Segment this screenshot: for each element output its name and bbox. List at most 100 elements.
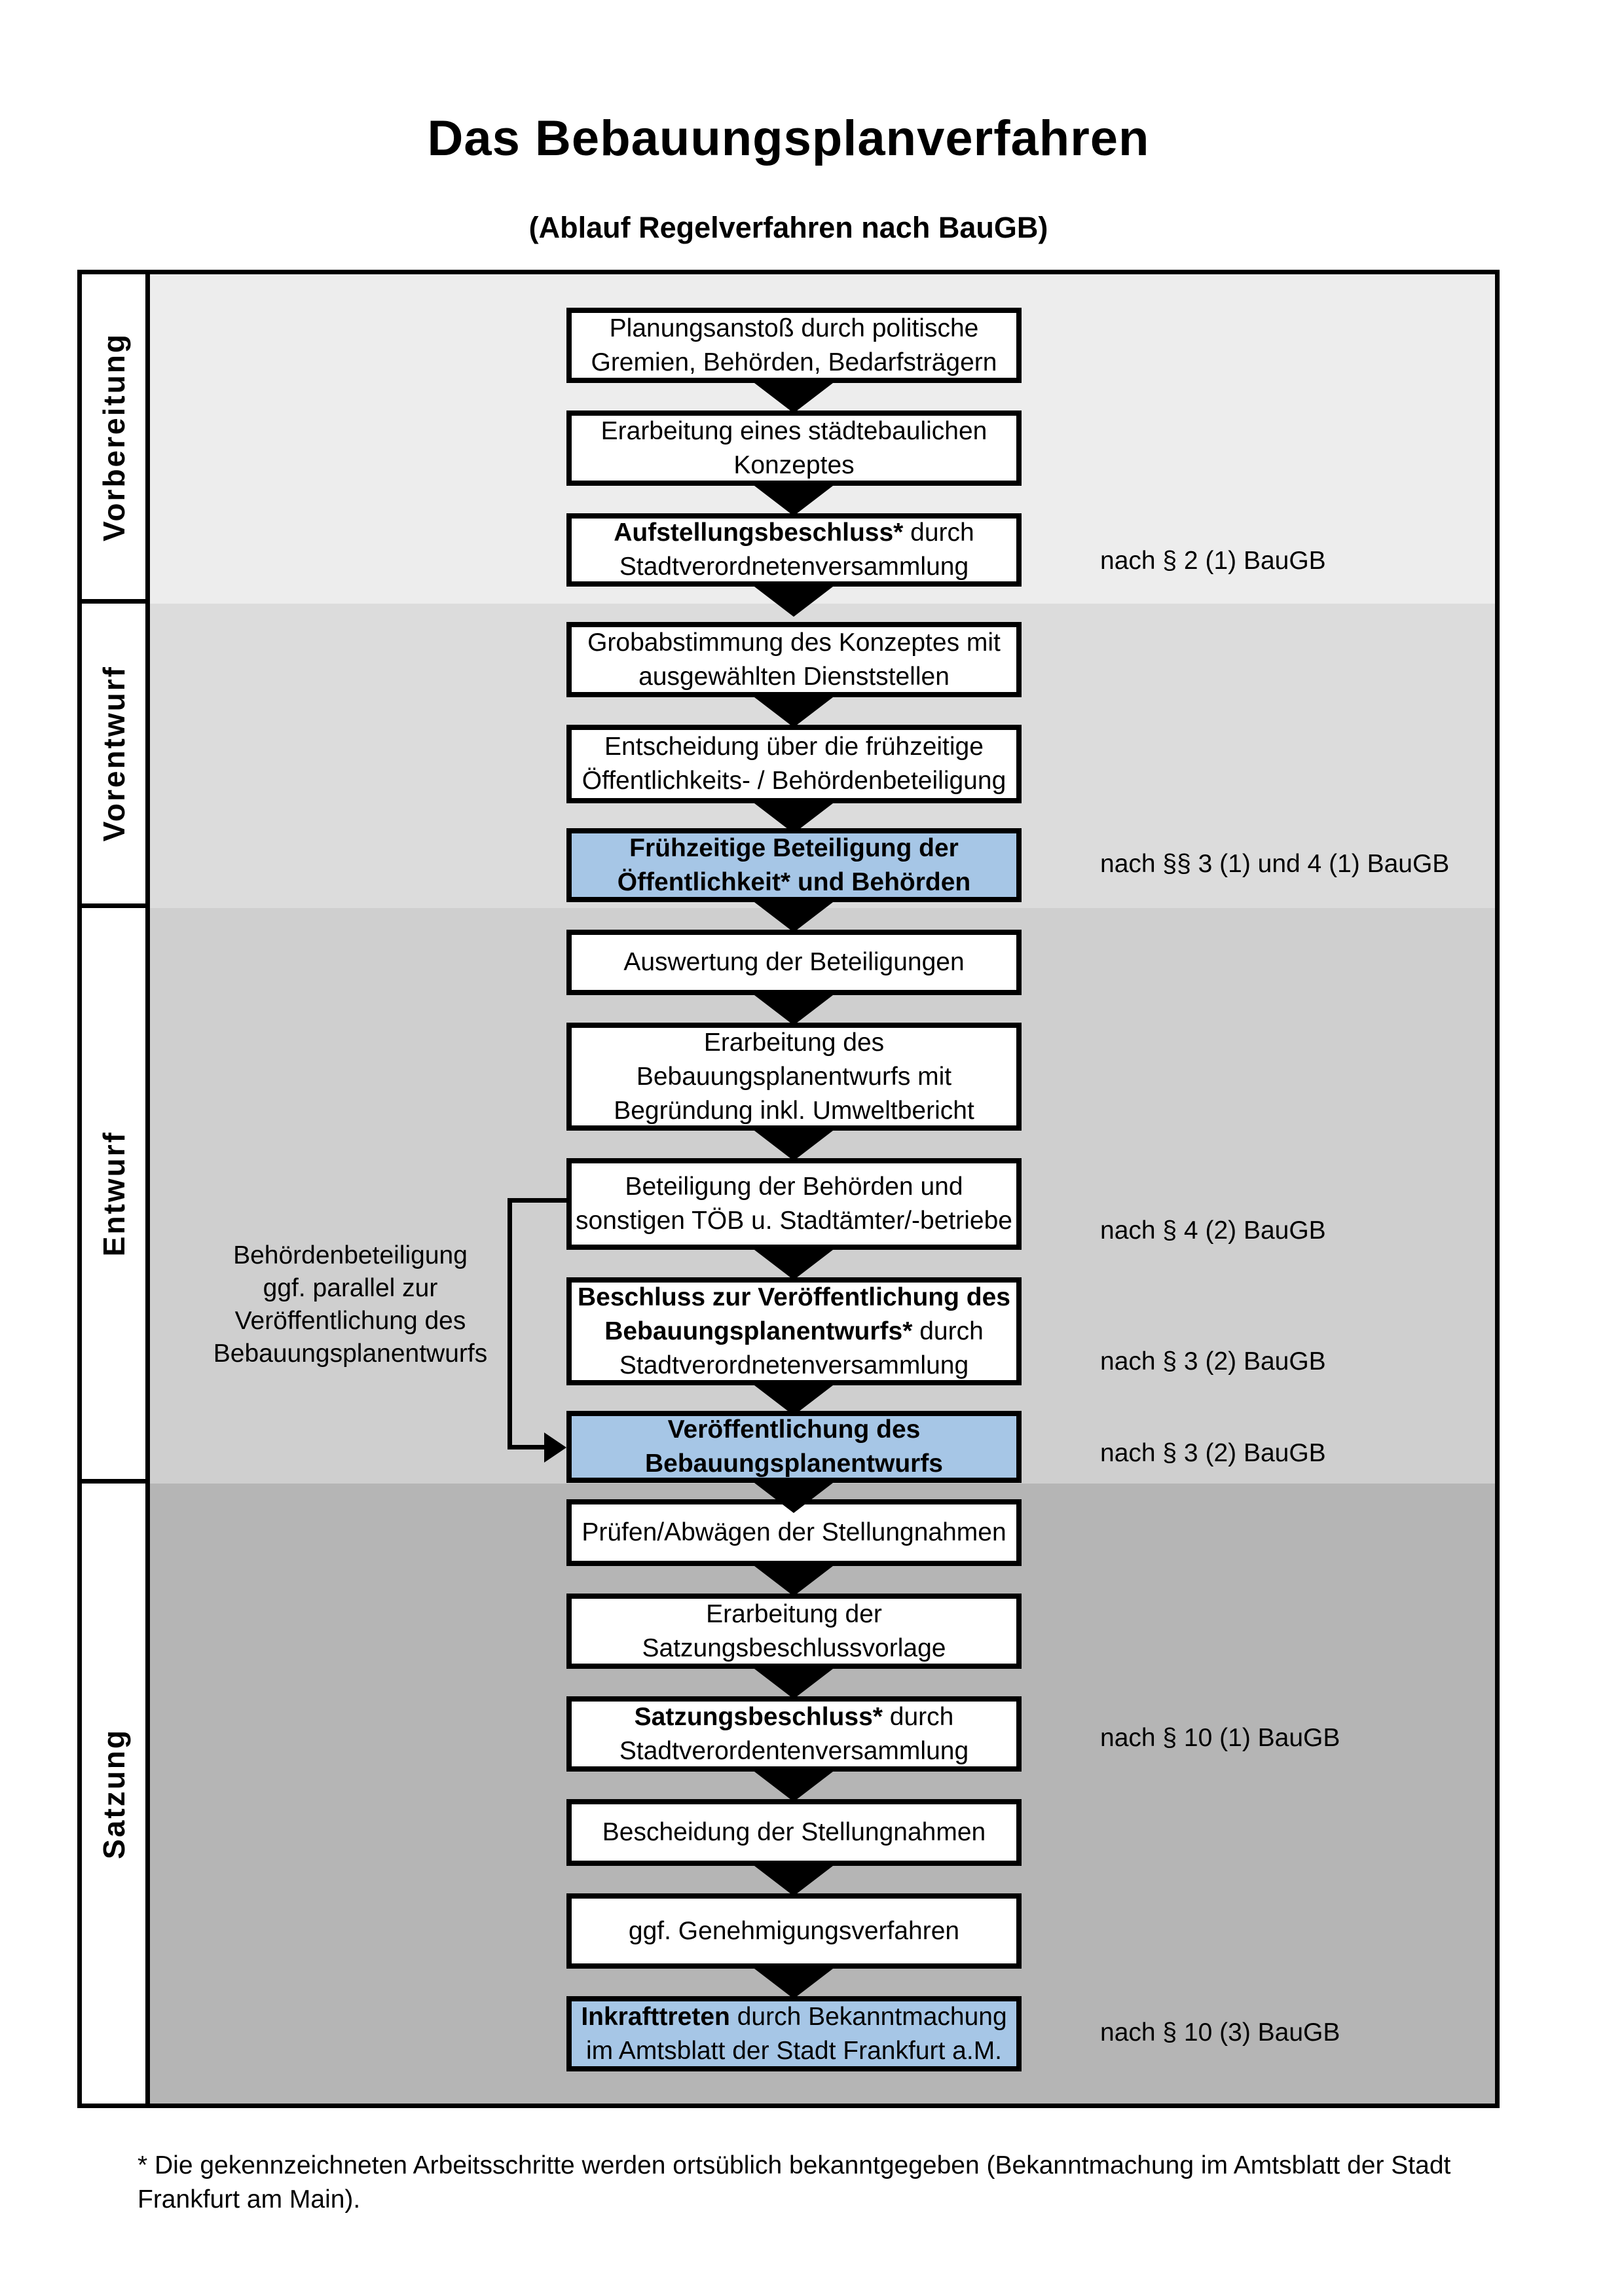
step-inkrafttreten: Inkrafttreten durch Bekanntmachung im Am… (566, 1996, 1022, 2071)
flow-arrow-down-icon (754, 1669, 833, 1699)
step-aufstellungsbeschluss: Aufstellungsbeschluss* durch Stadtverord… (566, 513, 1022, 587)
step-text-line: Inkrafttreten durch Bekanntmachung (581, 2000, 1006, 2034)
flow-arrow-down-icon (754, 1385, 833, 1415)
step-text-line: Bescheidung der Stellungnahmen (602, 1818, 986, 1846)
parallel-connector-arrow-icon (544, 1432, 566, 1463)
phase-label-cell-satzung: Satzung (82, 1484, 145, 2104)
step-planungsanstoss: Planungsanstoß durch politische Gremien,… (566, 308, 1022, 383)
flow-arrow-down-icon (754, 1483, 833, 1513)
flow-arrow-down-icon (754, 902, 833, 932)
step-text-line: Frühzeitige Beteiligung der (629, 833, 959, 862)
step-text-line: Gremien, Behörden, Bedarfsträgern (591, 348, 997, 376)
flow-arrow-down-icon (754, 486, 833, 516)
step-text-line: Grobabstimmung des Konzeptes mit (587, 628, 1001, 657)
law-ref-satzungsbeschluss: nach § 10 (1) BauGB (1100, 1724, 1340, 1752)
step-text-bold: Satzungsbeschluss* (634, 1702, 883, 1731)
step-text-normal: durch (912, 1317, 984, 1345)
step-text-line: im Amtsblatt der Stadt Frankfurt a.M. (585, 2036, 1003, 2065)
step-text-bold: Aufstellungsbeschluss* (614, 519, 904, 547)
step-text-line: Erarbeitung eines städtebaulichen (600, 416, 987, 445)
step-text-line: ausgewählten Dienststellen (638, 662, 950, 691)
step-text-normal: durch (903, 519, 974, 547)
annotation-line: Bebauungsplanentwurfs (213, 1339, 488, 1368)
step-satzungsbeschluss: Satzungsbeschluss* durch Stadtverordente… (566, 1696, 1022, 1772)
step-text-bold: Inkrafttreten (581, 2002, 730, 2031)
step-text-line: Bebauungsplanentwurfs mit (636, 1062, 952, 1091)
annotation-line: ggf. parallel zur (263, 1274, 438, 1302)
law-ref-aufstellungsbeschluss: nach § 2 (1) BauGB (1100, 547, 1326, 575)
step-text-normal: durch Bekanntmachung (729, 2002, 1007, 2031)
step-auswertung-beteiligungen: Auswertung der Beteiligungen (566, 930, 1022, 995)
law-ref-beteiligung-behoerden: nach § 4 (2) BauGB (1100, 1216, 1326, 1245)
step-beteiligung-behoerden: Beteiligung der Behörden und sonstigen T… (566, 1158, 1022, 1250)
step-text-line: Erarbeitung der (706, 1599, 882, 1628)
page-title: Das Bebauungsplanverfahren (427, 111, 1150, 166)
phase-label-cell-entwurf: Entwurf (82, 908, 145, 1484)
flow-arrow-down-icon (754, 587, 833, 617)
step-bescheidung-stellungnahmen: Bescheidung der Stellungnahmen (566, 1799, 1022, 1866)
label-column-divider (145, 274, 150, 2104)
step-text-line: Öffentlichkeit* und Behörden (617, 867, 971, 896)
step-text-line: Begründung inkl. Umweltbericht (614, 1096, 974, 1125)
step-text-line: ggf. Genehmigungsverfahren (628, 1916, 960, 1945)
step-text-line: Planungsanstoß durch politische (609, 314, 979, 342)
law-ref-inkrafttreten: nach § 10 (3) BauGB (1100, 2018, 1340, 2047)
step-satzungsbeschlussvorlage: Erarbeitung der Satzungsbeschlussvorlage (566, 1594, 1022, 1669)
parallel-connector-stub (507, 1198, 566, 1203)
step-text-line: Bebauungsplanentwurfs (644, 1449, 944, 1478)
annotation-line: Behördenbeteiligung (233, 1241, 468, 1269)
step-text-line: Satzungsbeschlussvorlage (642, 1633, 946, 1662)
step-text-line: Beschluss zur Veröffentlichung des (578, 1283, 1010, 1311)
phase-label-vorentwurf: Vorentwurf (96, 665, 131, 842)
flow-arrow-down-icon (754, 803, 833, 833)
step-text-line: Bebauungsplanentwurfs* durch (604, 1315, 984, 1349)
flow-arrow-down-icon (754, 1131, 833, 1161)
step-text-line: Entscheidung über die frühzeitige (604, 733, 984, 761)
parallel-connector-horizontal (507, 1445, 547, 1449)
law-ref-beschluss-veroeffentlichung: nach § 3 (2) BauGB (1100, 1347, 1326, 1376)
step-text-line: Konzeptes (733, 450, 855, 479)
step-text-line: Stadtverordnetenversammlung (619, 1351, 969, 1379)
step-text-line: Aufstellungsbeschluss* durch (614, 516, 974, 550)
page-subtitle: (Ablauf Regelverfahren nach BauGB) (528, 211, 1048, 244)
step-erarbeitung-entwurf: Erarbeitung des Bebauungsplanentwurfs mi… (566, 1023, 1022, 1131)
phase-label-cell-vorentwurf: Vorentwurf (82, 604, 145, 908)
flow-arrow-down-icon (754, 697, 833, 727)
flow-arrow-down-icon (754, 383, 833, 413)
footnote: * Die gekennzeichneten Arbeitsschritte w… (138, 2151, 1451, 2214)
step-text-line: Auswertung der Beteiligungen (623, 948, 965, 976)
flow-arrow-down-icon (754, 1866, 833, 1896)
flow-arrow-down-icon (754, 1250, 833, 1280)
law-ref-fruehzeitige-beteiligung: nach §§ 3 (1) und 4 (1) BauGB (1100, 850, 1450, 878)
step-text-line: Prüfen/Abwägen der Stellungnahmen (581, 1518, 1006, 1546)
step-text-normal: durch (882, 1702, 954, 1731)
step-genehmigungsverfahren: ggf. Genehmigungsverfahren (566, 1893, 1022, 1969)
step-text-line: Stadtverordentenversammlung (619, 1736, 969, 1765)
phase-label-vorbereitung: Vorbereitung (96, 332, 131, 541)
phase-label-satzung: Satzung (96, 1728, 131, 1859)
annotation-line: Veröffentlichung des (234, 1307, 466, 1335)
step-text-line: Erarbeitung des (703, 1028, 885, 1057)
step-text-line: Beteiligung der Behörden und (625, 1173, 963, 1201)
parallel-annotation: Behördenbeteiligung ggf. parallel zur Ve… (196, 1239, 504, 1370)
flow-arrow-down-icon (754, 1566, 833, 1596)
flow-arrow-down-icon (754, 995, 833, 1025)
step-text-line: Stadtverordnetenversammlung (619, 553, 969, 581)
step-staedtebauliches-konzept: Erarbeitung eines städtebaulichen Konzep… (566, 410, 1022, 486)
step-grobabstimmung: Grobabstimmung des Konzeptes mit ausgewä… (566, 622, 1022, 697)
phase-label-cell-vorbereitung: Vorbereitung (82, 274, 145, 604)
step-beschluss-veroeffentlichung: Beschluss zur Veröffentlichung des Bebau… (566, 1277, 1022, 1385)
step-text-bold: Bebauungsplanentwurfs* (604, 1317, 913, 1345)
step-veroeffentlichung-entwurf: Veröffentlichung des Bebauungsplanentwur… (566, 1411, 1022, 1483)
parallel-connector-vertical (507, 1198, 512, 1447)
step-text-line: Öffentlichkeits- / Behördenbeteiligung (581, 767, 1006, 795)
step-text-line: sonstigen TÖB u. Stadtämter/-betriebe (576, 1207, 1012, 1235)
phase-label-entwurf: Entwurf (96, 1130, 131, 1257)
law-ref-veroeffentlichung-entwurf: nach § 3 (2) BauGB (1100, 1439, 1326, 1467)
flow-arrow-down-icon (754, 1969, 833, 1999)
step-entscheidung-beteiligung: Entscheidung über die frühzeitige Öffent… (566, 725, 1022, 803)
step-text-line: Satzungsbeschluss* durch (635, 1700, 954, 1734)
step-fruehzeitige-beteiligung: Frühzeitige Beteiligung der Öffentlichke… (566, 828, 1022, 902)
flow-arrow-down-icon (754, 1772, 833, 1802)
